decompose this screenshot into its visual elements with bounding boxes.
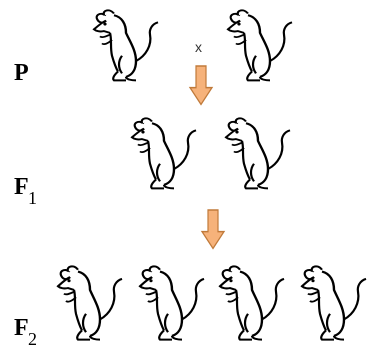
mouse-f2-4 xyxy=(300,265,368,341)
svg-text:F: F xyxy=(14,315,29,341)
mouse-f2-3 xyxy=(218,265,286,341)
mouse-f1-1 xyxy=(130,117,198,190)
mouse-p-2 xyxy=(226,9,294,82)
generation-label-p: P xyxy=(14,60,29,86)
mouse-f2-1 xyxy=(56,265,124,341)
svg-text:2: 2 xyxy=(28,329,37,347)
svg-text:P: P xyxy=(14,60,29,86)
mouse-f2-2 xyxy=(138,265,206,341)
generation-label-f1: F 1 xyxy=(14,174,37,208)
arrow-f1-to-f2 xyxy=(201,209,225,250)
generation-label-f2: F 2 xyxy=(14,315,37,347)
mouse-p-1 xyxy=(92,9,160,82)
mouse-f1-2 xyxy=(224,117,292,190)
arrow-p-to-f1 xyxy=(189,65,213,106)
cross-symbol: x xyxy=(195,39,202,55)
svg-text:F: F xyxy=(14,174,29,200)
svg-text:1: 1 xyxy=(28,188,37,208)
